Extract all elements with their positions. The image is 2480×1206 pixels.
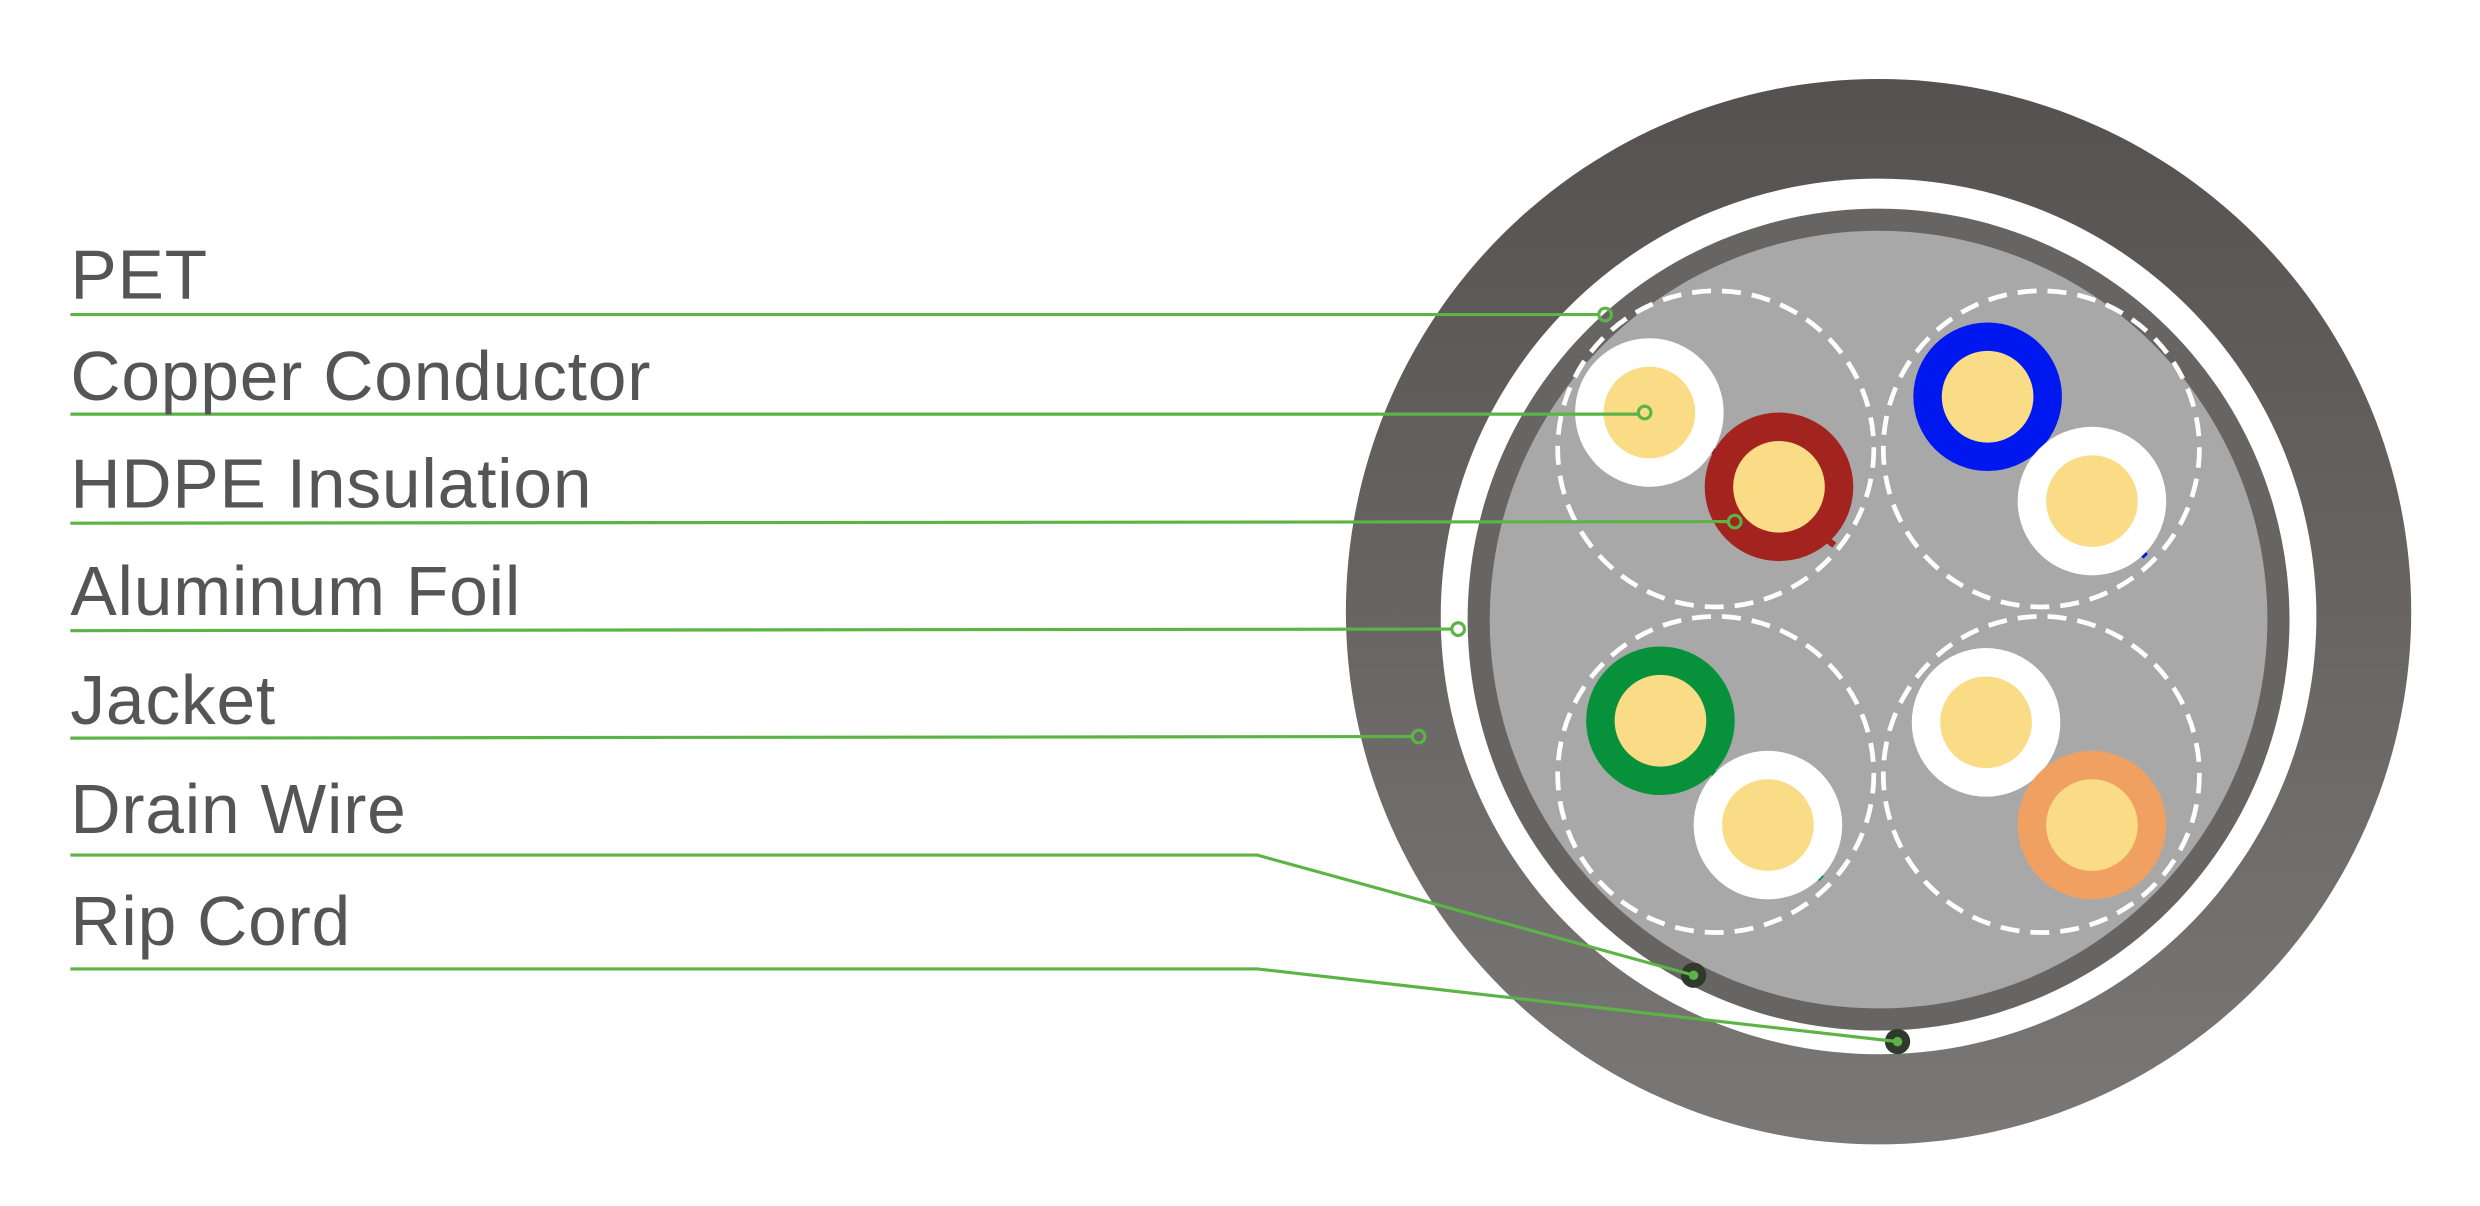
label-hdpe-insulation: HDPE Insulation bbox=[70, 444, 592, 522]
pair-shield-blue bbox=[1880, 288, 2202, 610]
leader-jacket bbox=[70, 734, 1413, 740]
label-pet: PET bbox=[70, 236, 208, 314]
label-jacket: Jacket bbox=[70, 661, 276, 739]
label-rip-cord: Rip Cord bbox=[70, 882, 351, 960]
wire-pair-blue bbox=[1913, 322, 2167, 576]
label-copper-conductor: Copper Conductor bbox=[70, 337, 651, 415]
leader-hdpe-insulation bbox=[70, 520, 1729, 525]
pair-shield-green bbox=[1555, 614, 1877, 935]
leader-aluminum-foil bbox=[70, 627, 1452, 633]
leader-rip-cord bbox=[70, 967, 1898, 1044]
label-aluminum-foil: Aluminum Foil bbox=[70, 552, 521, 630]
wire-pair-green bbox=[1586, 646, 1843, 900]
pair-shield-brown bbox=[1555, 288, 1877, 610]
label-drain-wire: Drain Wire bbox=[70, 770, 406, 848]
wire-pair-orange bbox=[1911, 648, 2167, 900]
pair-shield-orange bbox=[1880, 614, 2202, 935]
leader-drain-wire bbox=[70, 853, 1695, 977]
